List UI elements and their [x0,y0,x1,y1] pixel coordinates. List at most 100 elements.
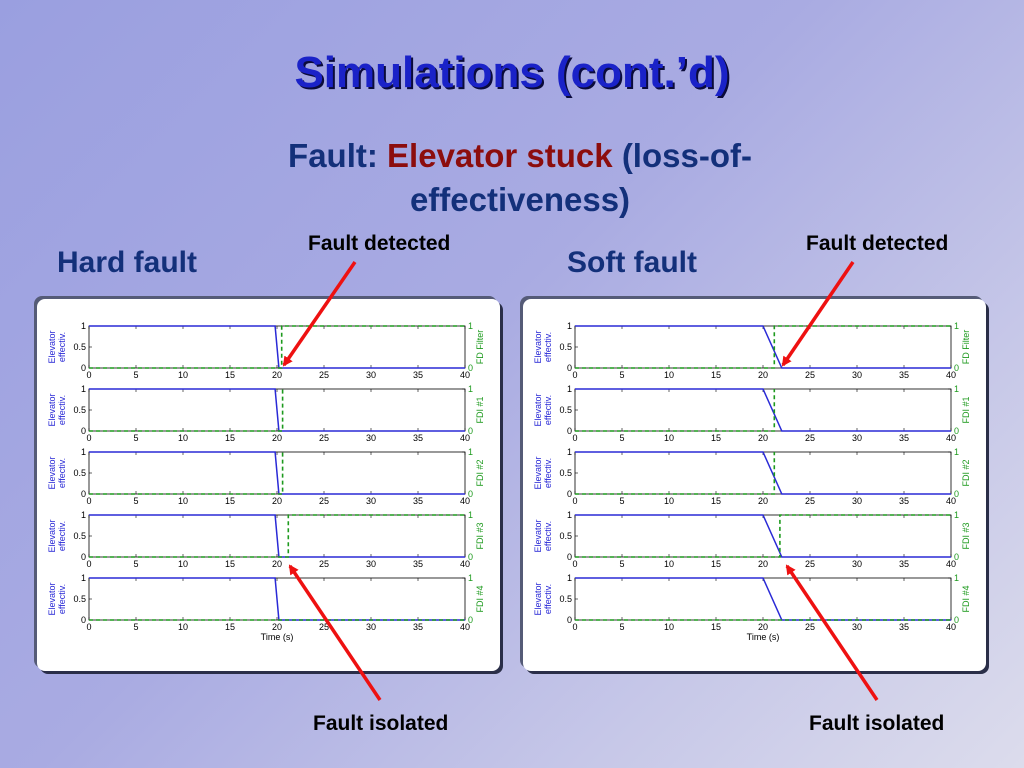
y-right-tick-label: 1 [468,321,473,331]
y-right-tick-label: 1 [954,573,959,583]
y-right-tick-label: 1 [468,384,473,394]
y-tick-label: 0 [567,552,572,562]
x-tick-label: 20 [272,496,282,506]
x-tick-label: 0 [572,433,577,443]
y-tick-label: 1 [567,447,572,457]
effectiveness-line [575,388,951,432]
y-right-tick-label: 0 [468,426,473,436]
x-tick-label: 0 [572,370,577,380]
y-tick-label: 0 [81,363,86,373]
x-tick-label: 10 [664,433,674,443]
y-axis-label-line: Elevator [47,456,57,489]
x-tick-label: 35 [899,622,909,632]
x-tick-label: 30 [852,370,862,380]
x-tick-label: 10 [664,559,674,569]
y-axis-label-line: Elevator [47,330,57,363]
x-tick-label: 40 [946,496,956,506]
effectiveness-line [89,514,465,558]
x-tick-label: 5 [619,496,624,506]
y-tick-label: 0 [81,489,86,499]
right-axis-label: FDI #4 [475,585,485,612]
y-axis-label: Elevatoreffectiv. [533,456,553,489]
right-axis-label: FDI #4 [961,585,971,612]
y-tick-label: 0 [567,489,572,499]
y-axis-label-line: effectiv. [543,584,553,614]
right-axis-label: FDI #3 [961,522,971,549]
x-tick-label: 10 [178,370,188,380]
y-tick-label: 0 [567,615,572,625]
y-right-tick-label: 1 [954,447,959,457]
x-tick-label: 35 [413,370,423,380]
x-tick-label: 30 [366,559,376,569]
y-axis-label-line: effectiv. [57,395,67,425]
x-tick-label: 25 [805,370,815,380]
x-tick-label: 5 [619,622,624,632]
y-tick-label: 0.5 [559,405,572,415]
y-axis-label-line: Elevator [533,330,543,363]
y-tick-label: 0 [567,426,572,436]
y-tick-label: 0.5 [73,405,86,415]
right-axis-label: FD Filter [475,330,485,365]
y-tick-label: 0.5 [73,594,86,604]
x-tick-label: 15 [225,559,235,569]
x-tick-label: 20 [758,433,768,443]
y-right-tick-label: 1 [954,384,959,394]
y-tick-label: 1 [567,510,572,520]
y-right-tick-label: 0 [954,552,959,562]
x-tick-label: 35 [899,370,909,380]
y-tick-label: 1 [567,573,572,583]
x-tick-label: 25 [319,496,329,506]
x-tick-label: 35 [899,559,909,569]
y-axis-label: Elevatoreffectiv. [47,393,67,426]
y-tick-label: 0 [81,552,86,562]
x-tick-label: 0 [86,496,91,506]
effectiveness-line [575,325,951,369]
y-axis-label-line: effectiv. [543,458,553,488]
y-right-tick-label: 0 [468,489,473,499]
subtitle-suffix: (loss-of-effectiveness) [409,137,752,218]
x-tick-label: 0 [572,496,577,506]
x-tick-label: 30 [852,496,862,506]
y-axis-label-line: effectiv. [543,521,553,551]
right-fault-isolated-label: Fault isolated [809,712,945,735]
x-tick-label: 35 [413,433,423,443]
x-tick-label: 30 [366,370,376,380]
y-axis-label-line: effectiv. [57,584,67,614]
y-axis-label-line: Elevator [47,519,57,552]
x-tick-label: 40 [460,433,470,443]
y-right-tick-label: 0 [954,615,959,625]
x-axis-label: Time (s) [747,632,780,642]
y-axis-label: Elevatoreffectiv. [533,330,553,363]
y-right-tick-label: 0 [954,489,959,499]
right-fault-detected-label: Fault detected [806,232,949,255]
y-axis-label: Elevatoreffectiv. [47,330,67,363]
subplot-frame [574,325,952,369]
y-tick-label: 1 [567,321,572,331]
y-axis-label-line: effectiv. [57,332,67,362]
y-right-tick-label: 0 [954,426,959,436]
left-fault-isolated-label: Fault isolated [313,712,449,735]
x-tick-label: 25 [805,433,815,443]
x-tick-label: 15 [711,370,721,380]
x-tick-label: 20 [272,433,282,443]
y-tick-label: 0.5 [73,342,86,352]
x-tick-label: 40 [460,496,470,506]
x-tick-label: 10 [664,370,674,380]
x-tick-label: 40 [946,370,956,380]
x-tick-label: 25 [805,559,815,569]
x-tick-label: 15 [711,622,721,632]
x-tick-label: 25 [319,433,329,443]
detection-signal-line [575,514,951,558]
right-axis-label: FDI #1 [961,396,971,423]
y-tick-label: 0.5 [73,531,86,541]
x-tick-label: 20 [758,622,768,632]
